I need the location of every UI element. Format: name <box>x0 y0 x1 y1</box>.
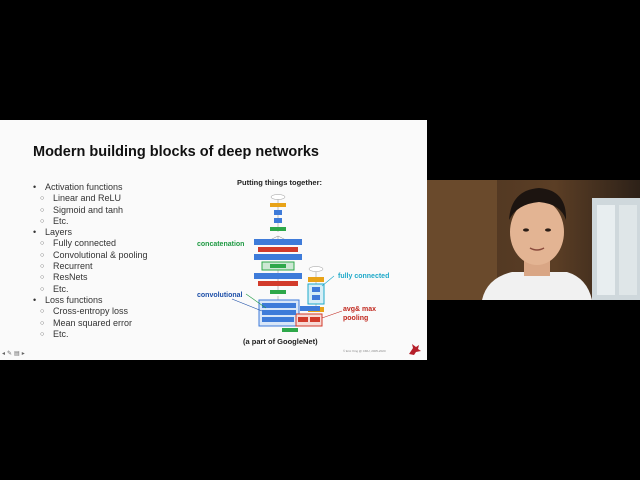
sub-bullet: Etc. <box>33 216 148 228</box>
bullet-layers: Layers <box>33 227 148 239</box>
bullet-list: Activation functions Linear and ReLU Sig… <box>33 182 148 340</box>
presentation-toolbar: ◂✎▤▸ <box>2 350 27 357</box>
googlenet-diagram <box>231 194 343 332</box>
webcam-video <box>427 180 640 300</box>
pen-icon[interactable]: ✎ <box>7 351 13 357</box>
sub-bullet: Etc. <box>33 284 148 296</box>
sub-bullet: Linear and ReLU <box>33 193 148 205</box>
figure-caption: (a part of GoogleNet) <box>243 337 318 346</box>
webcam-person-icon <box>427 180 640 300</box>
slide-title: Modern building blocks of deep networks <box>33 144 319 160</box>
sub-bullet: Convolutional & pooling <box>33 250 148 262</box>
slides-icon[interactable]: ▤ <box>14 351 20 357</box>
pooling-label-line2: pooling <box>343 315 369 322</box>
bullet-activation: Activation functions <box>33 182 148 194</box>
sub-bullet: Recurrent <box>33 261 148 273</box>
presentation-slide: Modern building blocks of deep networks … <box>0 120 427 360</box>
cmu-dragon-logo-icon <box>409 344 421 355</box>
next-icon[interactable]: ▸ <box>21 351 25 357</box>
sub-bullet: Etc. <box>33 329 148 341</box>
bullet-loss: Loss functions <box>33 295 148 307</box>
slide-footer: © Eric Xing @ CMU, 2005-2020 <box>343 349 386 353</box>
prev-icon[interactable]: ◂ <box>2 351 6 357</box>
sub-bullet: Fully connected <box>33 238 148 250</box>
sub-bullet: Cross-entropy loss <box>33 306 148 318</box>
pooling-label-line1: avg& max <box>343 306 377 313</box>
sub-bullet: ResNets <box>33 272 148 284</box>
convolutional-label: convolutional <box>197 292 243 299</box>
sub-bullet: Sigmoid and tanh <box>33 205 148 217</box>
concatenation-label: concatenation <box>197 241 245 248</box>
figure-title: Putting things together: <box>237 178 322 187</box>
fully-connected-label: fully connected <box>338 273 390 280</box>
sub-bullet: Mean squared error <box>33 318 148 330</box>
